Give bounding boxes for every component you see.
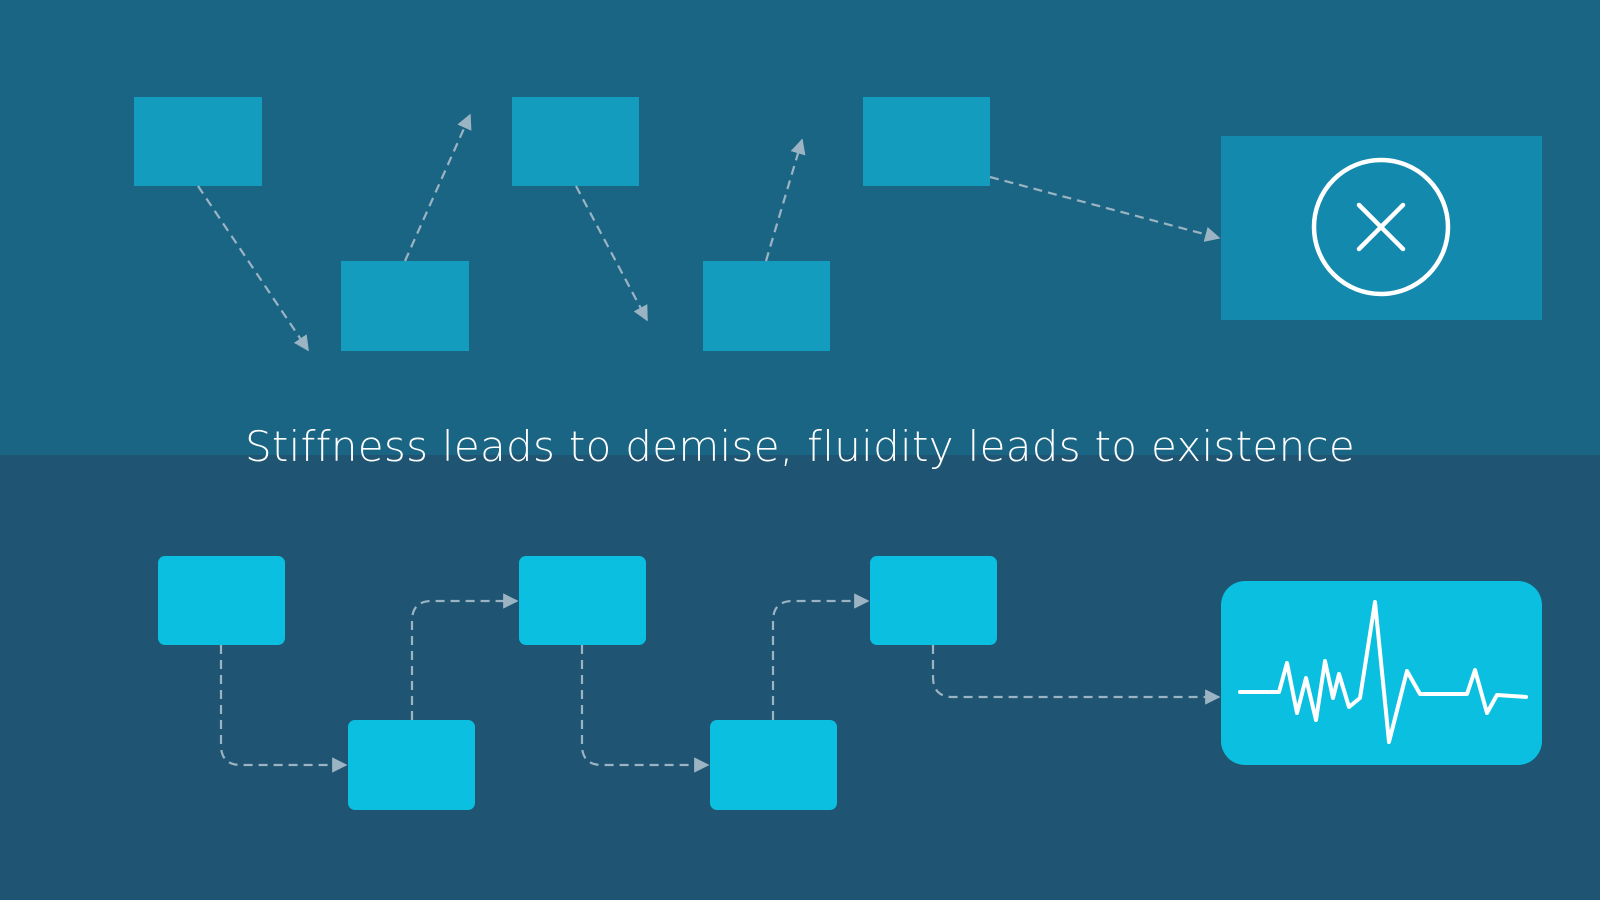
fluid-connector-3 xyxy=(580,645,710,773)
fluid-connector-2 xyxy=(410,593,519,720)
rigid-box-4 xyxy=(703,261,830,351)
fluid-box-3 xyxy=(519,556,646,645)
close-circle-icon xyxy=(1311,157,1451,297)
fluid-connector-5 xyxy=(931,645,1221,705)
rigid-arrow-5 xyxy=(989,175,1221,242)
heartbeat-icon xyxy=(1238,600,1528,744)
caption: Stiffness leads to demise, fluidity lead… xyxy=(244,422,1356,471)
rigid-box-5 xyxy=(863,97,990,186)
fluid-box-4 xyxy=(710,720,837,810)
fluid-connector-1 xyxy=(219,645,348,773)
rigid-box-2 xyxy=(341,261,469,351)
rigid-flow xyxy=(134,97,1542,352)
fluid-flow xyxy=(158,556,1542,810)
rigid-box-1 xyxy=(134,97,262,186)
rigid-arrow-3 xyxy=(575,185,648,322)
rigid-arrow-1 xyxy=(197,185,309,352)
rigid-box-3 xyxy=(512,97,639,186)
fluid-box-5 xyxy=(870,556,997,645)
fluid-box-1 xyxy=(158,556,285,645)
rigid-arrow-2 xyxy=(403,113,472,262)
rigid-arrow-4 xyxy=(764,138,806,262)
fluid-box-2 xyxy=(348,720,475,810)
fluid-connector-4 xyxy=(771,593,870,720)
